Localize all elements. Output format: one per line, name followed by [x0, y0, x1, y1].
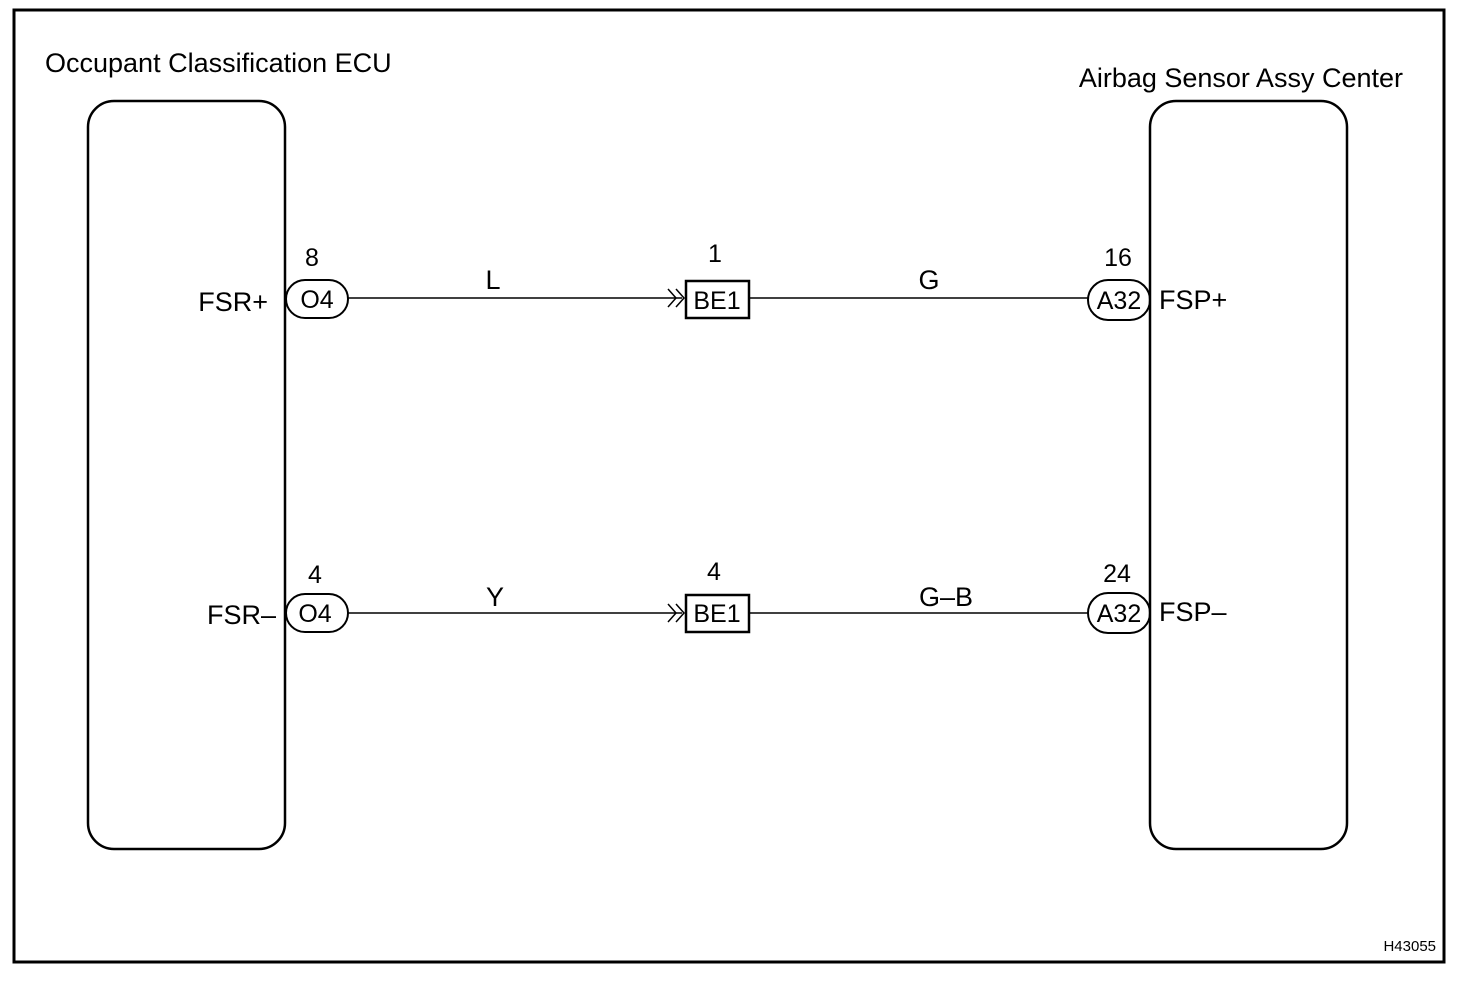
junction-pin-number: 4 — [707, 558, 721, 586]
left-wire-color: L — [485, 265, 500, 295]
right-connector-outline — [1087, 279, 1151, 321]
right-component-title: Airbag Sensor Assy Center — [1079, 63, 1403, 93]
left-pin-number: 8 — [305, 244, 319, 272]
left-connector-outline — [285, 593, 349, 633]
right-terminal-label: FSP+ — [1159, 285, 1227, 315]
junction-connector-box — [684, 593, 751, 634]
left-terminal-label: FSR– — [207, 600, 276, 630]
right-pin-number: 16 — [1104, 244, 1132, 272]
junction-pin-number: 1 — [708, 240, 722, 268]
right-connector-label: A32 — [1097, 600, 1141, 628]
left-wire-color: Y — [486, 582, 504, 612]
right-terminal-label: FSP– — [1159, 597, 1227, 627]
diagram-frame — [12, 8, 1446, 964]
left-connector-label: O4 — [298, 600, 331, 628]
circuit-fsr-minus: O4 4 FSR– Y BE1 4 G–B A32 24 FSP– — [207, 558, 1227, 634]
figure-code: H43055 — [1383, 938, 1436, 955]
airbag-sensor-assy-center-box — [1148, 99, 1349, 851]
right-connector-label: A32 — [1097, 287, 1141, 315]
circuit-fsr-plus: O4 8 FSR+ L BE1 1 G A32 16 FSP+ — [198, 240, 1227, 321]
junction-connector-label: BE1 — [693, 600, 740, 628]
right-wire-color: G — [918, 265, 939, 295]
left-connector-outline — [285, 279, 349, 319]
left-connector-label: O4 — [300, 286, 333, 314]
left-terminal-label: FSR+ — [198, 287, 268, 317]
junction-connector-label: BE1 — [693, 287, 740, 315]
right-pin-number: 24 — [1103, 560, 1131, 588]
left-pin-number: 4 — [308, 561, 322, 589]
left-component-title: Occupant Classification ECU — [45, 48, 392, 78]
right-wire-color: G–B — [919, 582, 973, 612]
right-connector-outline — [1087, 592, 1151, 634]
wire-connector-arrow-icon — [667, 288, 686, 308]
occupant-classification-ecu-box — [86, 99, 287, 851]
wire-connector-arrow-icon — [667, 603, 686, 623]
junction-connector-box — [684, 279, 751, 320]
